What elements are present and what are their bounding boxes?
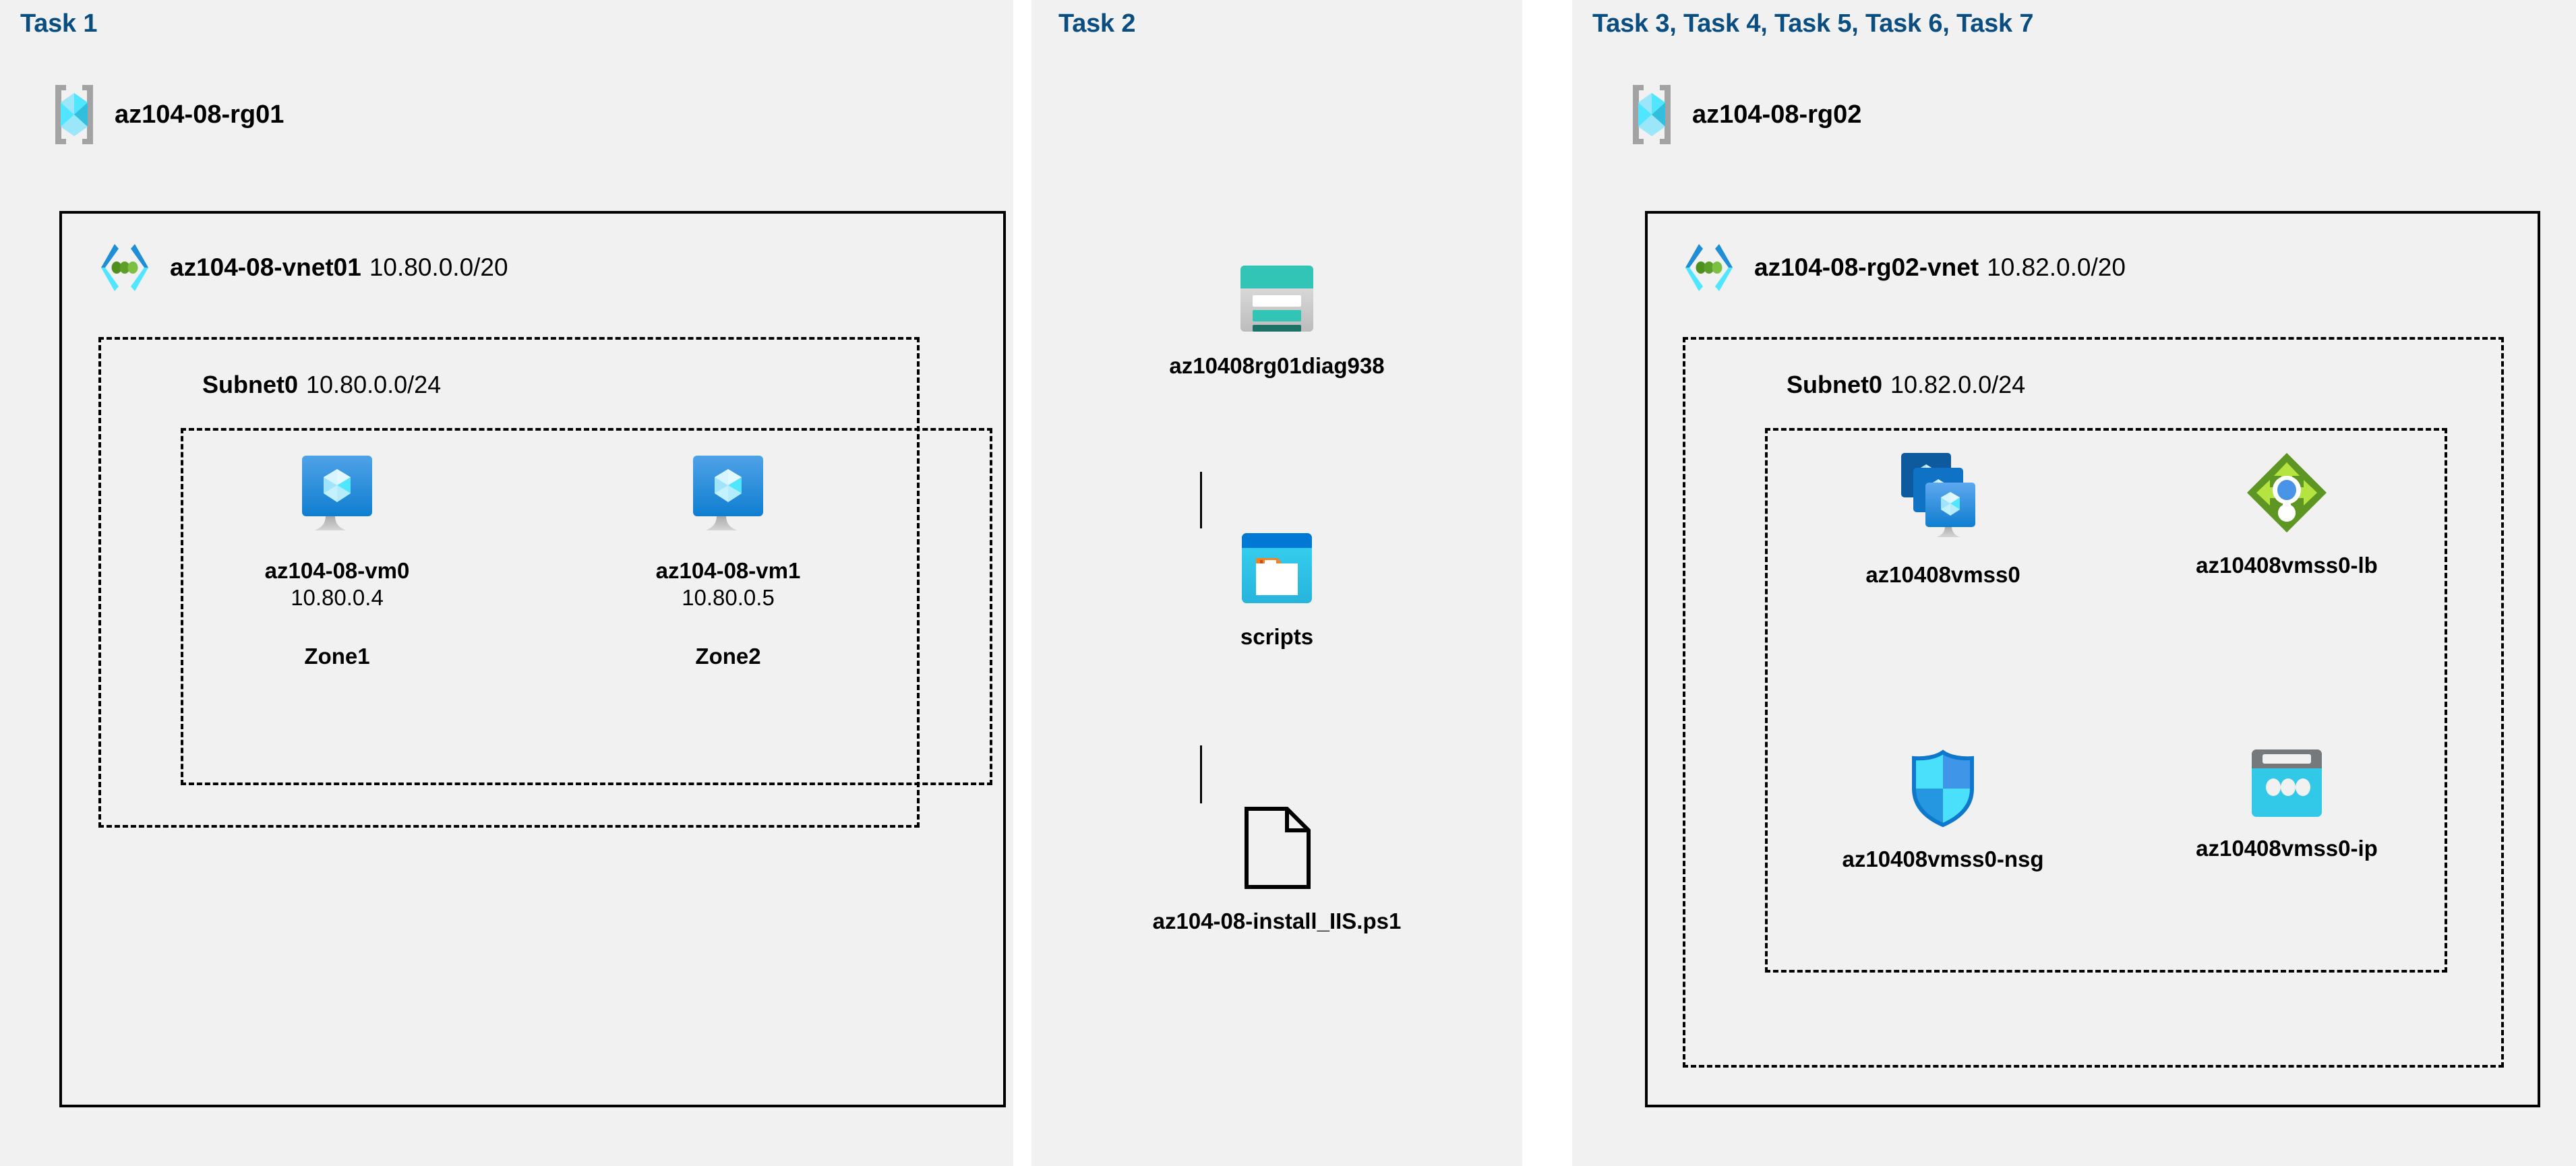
resource-group-az104-08-rg01[interactable]: az104-08-rg01 (49, 82, 284, 147)
subnet-name: Subnet0 (202, 371, 299, 398)
virtual-machine-icon (688, 452, 769, 538)
subnet-label: Subnet0 10.80.0.0/24 (202, 371, 441, 399)
vm-ip-address: 10.80.0.5 (682, 584, 775, 610)
vnet-cidr: 10.82.0.0/20 (1987, 253, 2126, 281)
load-balancer-name: az10408vmss0-lb (2196, 553, 2378, 578)
subnet-cidr: 10.82.0.0/24 (1890, 371, 2026, 398)
vmss-name: az10408vmss0 (1865, 562, 2020, 587)
task2-panel: Task 2 az10408rg01diag938 (1031, 0, 1522, 1166)
virtual-machine-icon (297, 452, 378, 538)
public-ip-node-az10408vmss0-ip[interactable]: az10408vmss0-ip (2138, 748, 2435, 862)
vnet-name: az104-08-vnet01 (170, 253, 361, 281)
storage-account-name: az10408rg01diag938 (1169, 353, 1385, 378)
vm-name: az104-08-vm0 (264, 558, 410, 583)
storage-account-node[interactable]: az10408rg01diag938 (1041, 263, 1513, 379)
connector-container-to-file (1200, 745, 1202, 803)
subnet-box-subnet0 (98, 337, 920, 828)
vnet-header-az104-08-vnet01[interactable]: az104-08-vnet01 10.80.0.0/20 (94, 237, 508, 298)
load-balancer-icon (2244, 450, 2329, 535)
connector-storage-to-container (1200, 472, 1202, 528)
vnet-box-az104-08-rg02-vnet (1645, 211, 2540, 1107)
vnet-cidr: 10.80.0.0/20 (369, 253, 508, 281)
vm-ip-address: 10.80.0.4 (291, 584, 384, 610)
vnet-header-az104-08-rg02-vnet[interactable]: az104-08-rg02-vnet 10.82.0.0/20 (1679, 237, 2126, 298)
task1-label: Task 1 (20, 9, 98, 38)
vnet-box-az104-08-vnet01 (59, 211, 1006, 1107)
storage-account-icon (1238, 263, 1316, 334)
task1-panel: Task 1 az104-08-rg01 (0, 0, 1013, 1166)
subnet-name: Subnet0 (1787, 371, 1883, 398)
blob-container-name: scripts (1240, 624, 1314, 649)
resource-group-icon (49, 82, 100, 147)
availability-zone-group-box (181, 428, 992, 785)
public-ip-address-icon (2249, 748, 2325, 818)
vmss-node-az10408vmss0[interactable]: az10408vmss0 (1795, 450, 2091, 588)
load-balancer-node-az10408vmss0-lb[interactable]: az10408vmss0-lb (2138, 450, 2435, 579)
resource-group-name: az104-08-rg01 (115, 100, 284, 129)
virtual-network-icon (94, 237, 155, 298)
public-ip-name: az10408vmss0-ip (2196, 836, 2378, 861)
task2-label: Task 2 (1058, 9, 1136, 38)
vm-name: az104-08-vm1 (655, 558, 801, 583)
vm-node-az104-08-vm0[interactable]: az104-08-vm0 10.80.0.4 Zone1 (216, 452, 458, 669)
virtual-network-icon (1679, 237, 1739, 298)
resource-group-az104-08-rg02[interactable]: az104-08-rg02 (1626, 82, 1861, 147)
nsg-name: az10408vmss0-nsg (1842, 847, 2044, 871)
blob-container-icon (1240, 531, 1314, 605)
file-node[interactable]: az104-08-install_IIS.ps1 (1041, 806, 1513, 935)
file-name: az104-08-install_IIS.ps1 (1152, 909, 1402, 933)
subnet-label: Subnet0 10.82.0.0/24 (1787, 371, 2025, 399)
nsg-node-az10408vmss0-nsg[interactable]: az10408vmss0-nsg (1795, 748, 2091, 873)
file-icon (1241, 806, 1313, 890)
task3-7-label: Task 3, Task 4, Task 5, Task 6, Task 7 (1592, 9, 2034, 38)
blob-container-node[interactable]: scripts (1041, 531, 1513, 650)
task3-7-panel: Task 3, Task 4, Task 5, Task 6, Task 7 a… (1572, 0, 2576, 1166)
resource-group-icon (1626, 82, 1677, 147)
subnet-cidr: 10.80.0.0/24 (306, 371, 442, 398)
vm-zone: Zone2 (695, 644, 761, 669)
resource-group-name: az104-08-rg02 (1692, 100, 1862, 129)
vm-node-az104-08-vm1[interactable]: az104-08-vm1 10.80.0.5 Zone2 (607, 452, 849, 669)
network-security-group-icon (1906, 748, 1980, 829)
subnet-box-subnet0 (1683, 337, 2504, 1068)
vm-zone: Zone1 (304, 644, 370, 669)
vnet-name: az104-08-rg02-vnet (1754, 253, 1979, 281)
vm-scale-set-icon (1897, 450, 1989, 545)
resource-group-inner-box (1765, 428, 2447, 973)
